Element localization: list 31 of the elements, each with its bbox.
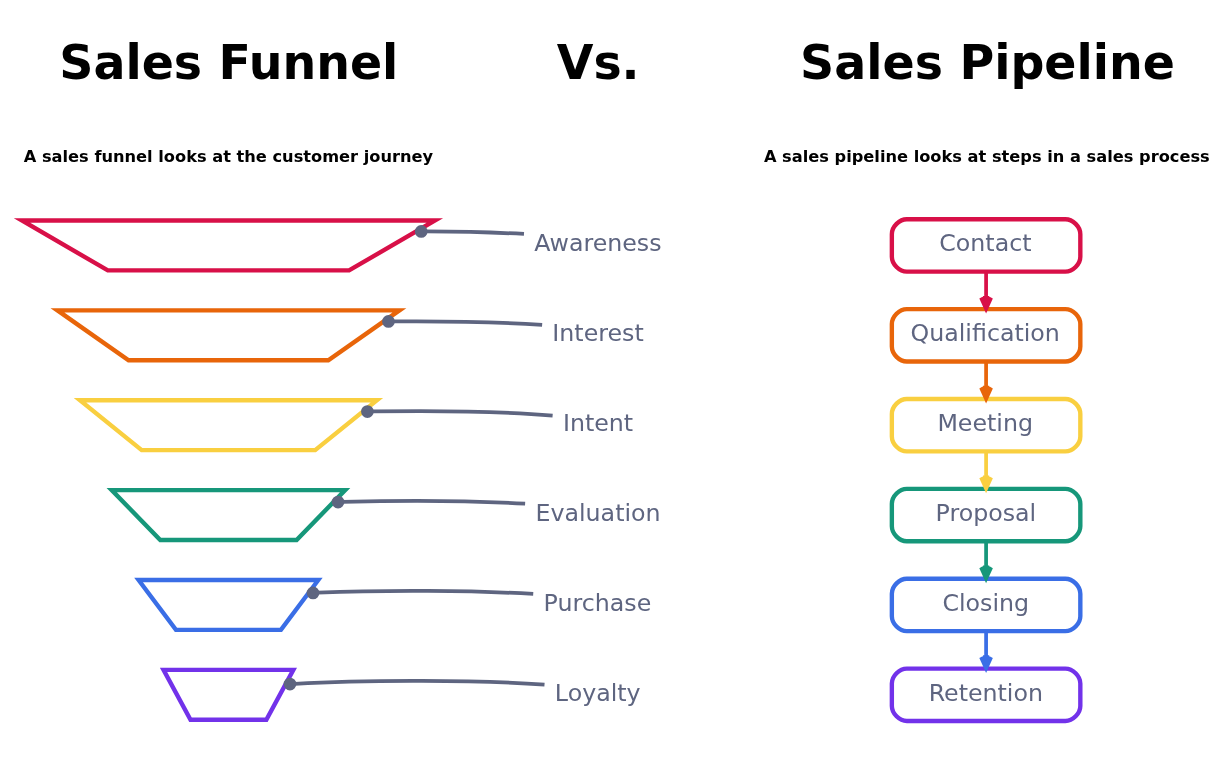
arrow — [979, 630, 993, 670]
label: Vs. — [556, 34, 640, 90]
arrow — [979, 451, 993, 491]
connector — [331, 495, 526, 508]
label: Sales Funnel — [59, 34, 399, 90]
node-text: Awareness — [534, 228, 662, 257]
connector — [283, 677, 545, 690]
arrow — [979, 361, 993, 401]
node-trapezoid — [73, 397, 384, 452]
node-box: Contact — [889, 216, 1083, 274]
connector — [382, 314, 543, 328]
node-trapezoid — [13, 217, 444, 273]
node-trapezoid — [50, 307, 407, 362]
node-text: Evaluation — [535, 498, 661, 527]
label: A sales pipeline looks at steps in a sales process — [763, 146, 1210, 166]
node-box: Retention — [889, 665, 1083, 723]
node-text: Purchase — [543, 588, 652, 617]
node-text: Interest — [552, 318, 644, 347]
label: Sales Pipeline — [800, 34, 1175, 90]
connector — [414, 224, 525, 238]
connector — [361, 404, 553, 418]
node-box: Closing — [889, 576, 1083, 633]
connector — [306, 586, 534, 599]
node-box: Qualification — [889, 306, 1083, 364]
label: A sales funnel looks at the customer journey — [23, 146, 434, 166]
node-box: Proposal — [889, 486, 1083, 543]
node-text: Intent — [562, 408, 634, 437]
node-box: Meeting — [889, 396, 1083, 454]
node-text: Loyalty — [554, 678, 641, 707]
arrow — [979, 271, 993, 311]
node-trapezoid — [106, 487, 351, 542]
